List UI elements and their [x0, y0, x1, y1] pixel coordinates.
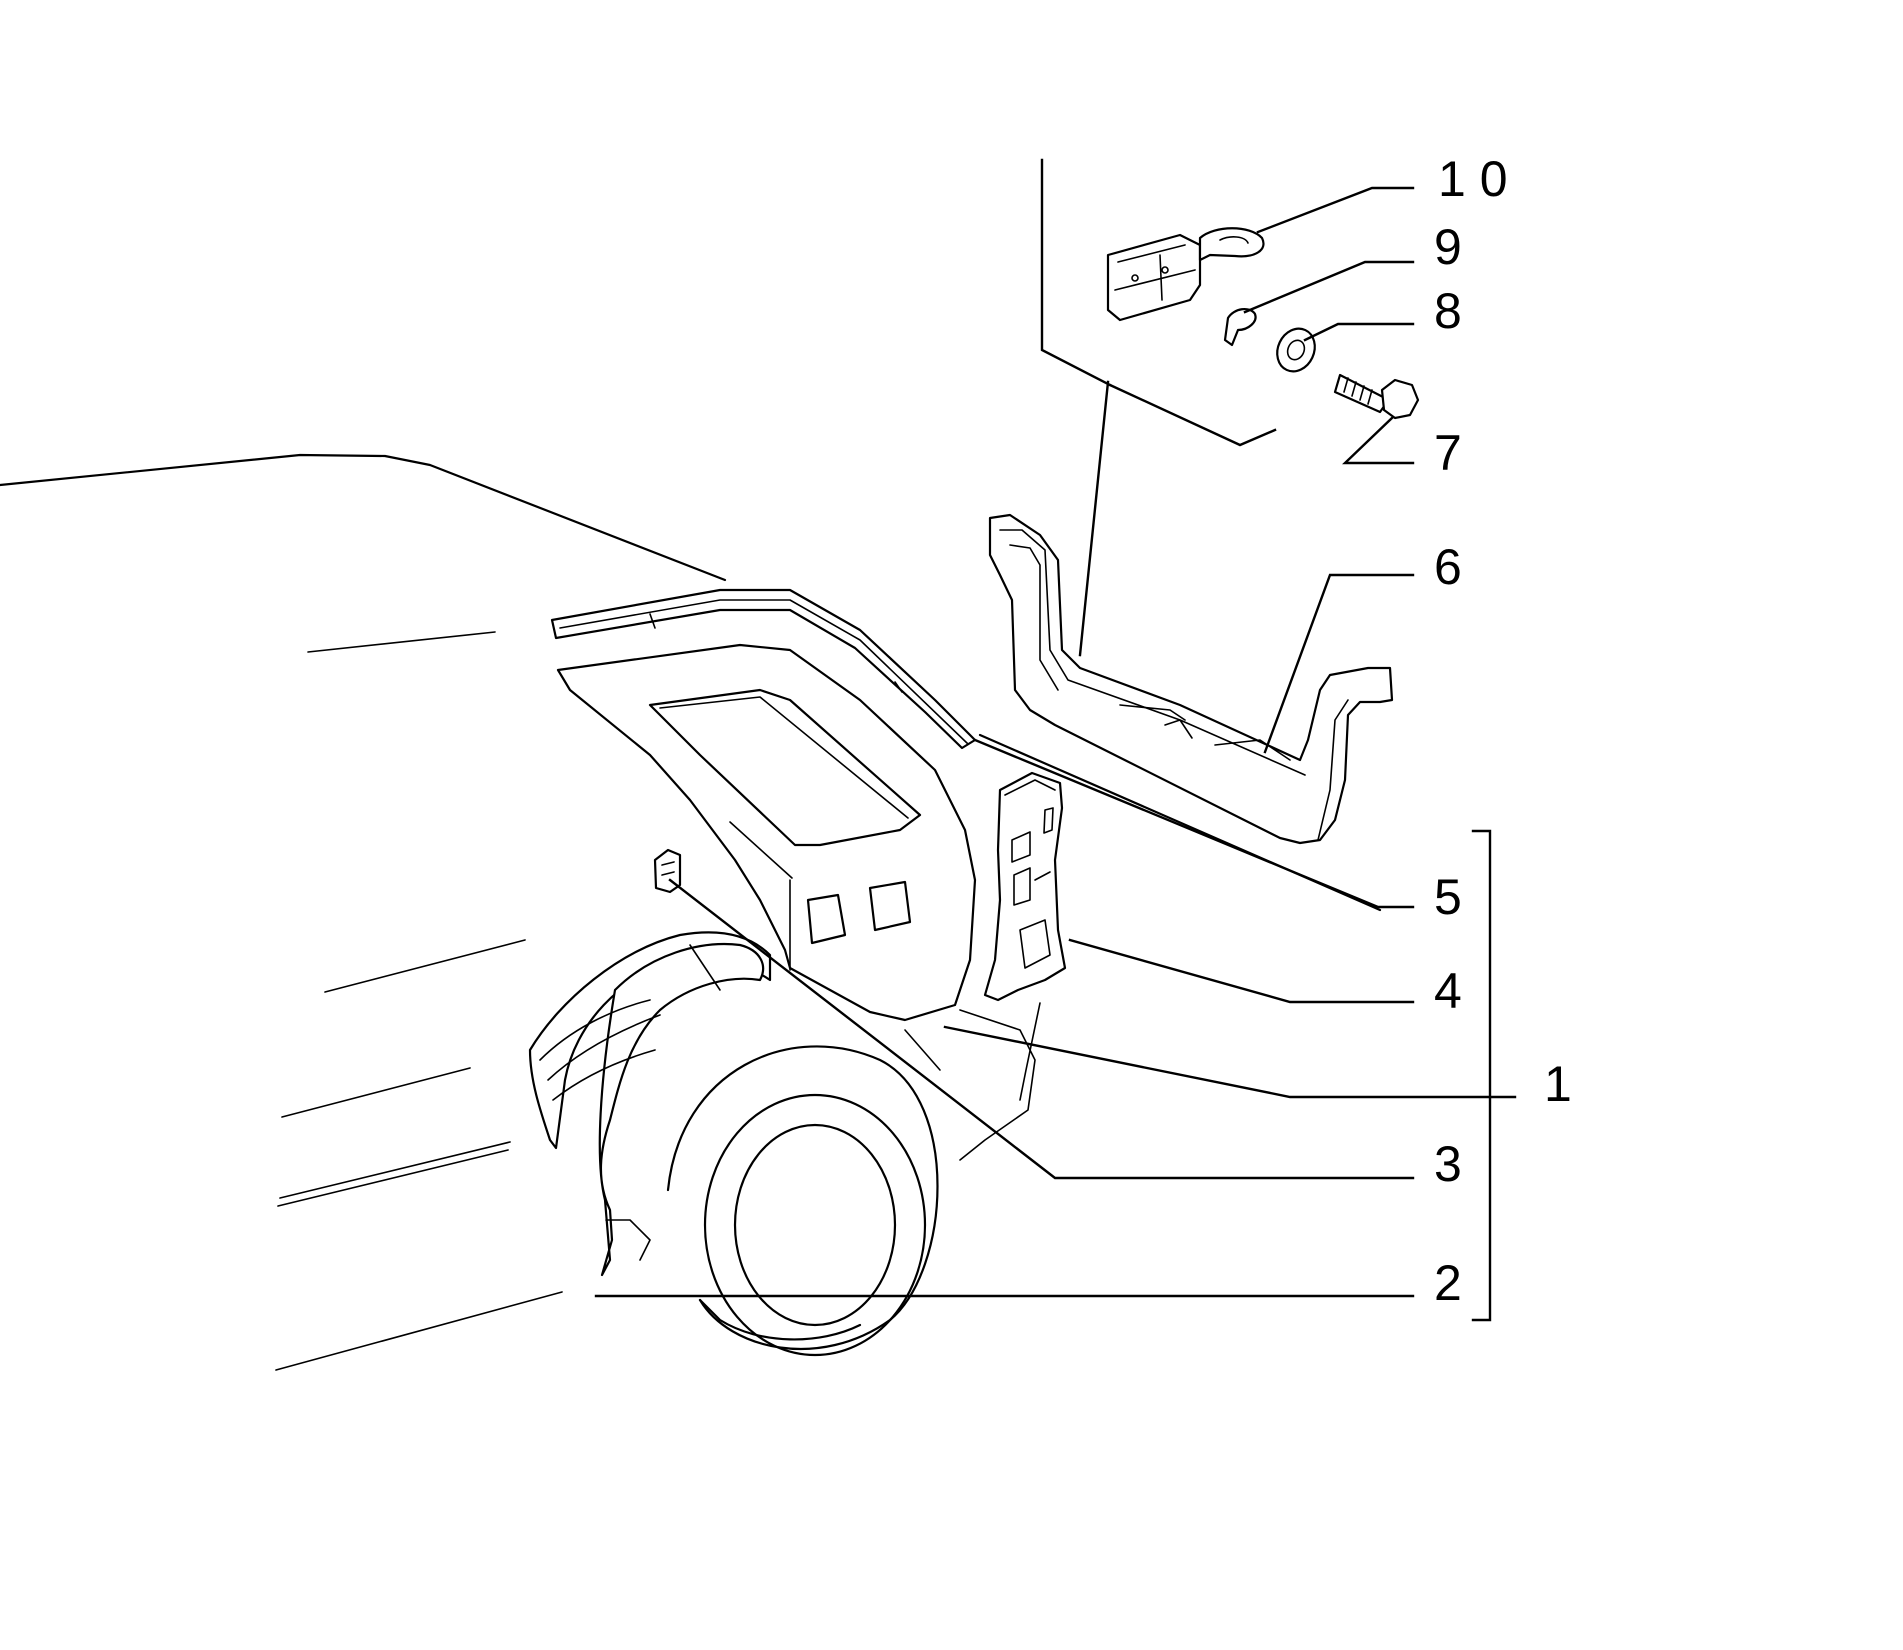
hook-bracket — [1106, 227, 1265, 322]
callout-1: 1 — [1544, 1056, 1572, 1112]
rear-quarter-inner-panel — [556, 643, 1036, 1161]
rear-wheel — [666, 1045, 939, 1357]
pillar-reinforcement — [983, 771, 1067, 1002]
bolt — [1333, 373, 1420, 420]
callout-9: 9 — [1434, 219, 1462, 275]
leader-lines — [594, 158, 1517, 1322]
spring-clip — [1223, 308, 1257, 347]
rear-frame-rail — [988, 513, 1394, 845]
washer — [1276, 327, 1316, 373]
rear-quarter-upper-frame — [550, 588, 977, 750]
callout-10: 1 0 — [1438, 151, 1508, 207]
callout-5: 5 — [1434, 869, 1462, 925]
car-body-outline — [0, 453, 1382, 1371]
callout-8: 8 — [1434, 283, 1462, 339]
callout-3: 3 — [1434, 1136, 1462, 1192]
callout-6: 6 — [1434, 539, 1462, 595]
wheel-arch-inner-panel — [528, 931, 772, 1277]
callout-4: 4 — [1434, 963, 1462, 1019]
callout-7: 7 — [1434, 425, 1462, 481]
callout-2: 2 — [1434, 1255, 1462, 1311]
callouts: 1 0 9 8 7 6 5 4 1 3 2 — [1434, 151, 1572, 1311]
